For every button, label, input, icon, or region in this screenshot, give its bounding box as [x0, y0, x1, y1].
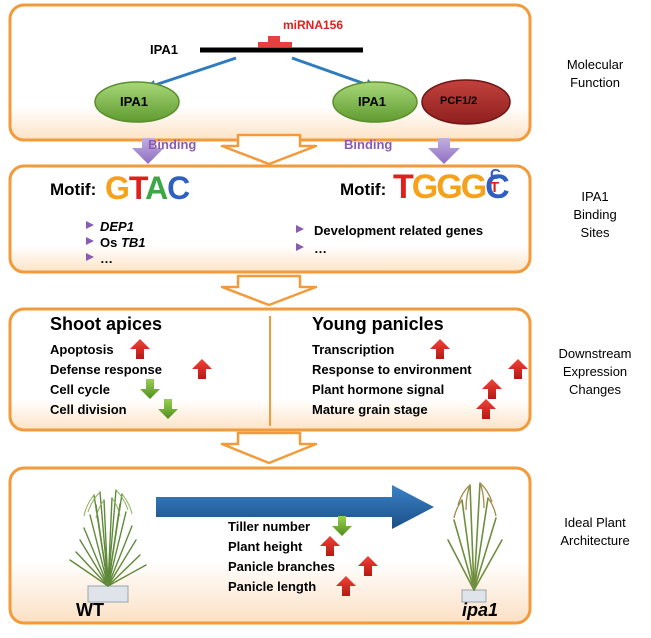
ipa1-protein-left-label: IPA1 [120, 94, 148, 109]
motif-gtac-logo: GTAC [105, 170, 190, 206]
expression-label: Panicle length [228, 579, 317, 594]
expression-label: Response to environment [312, 362, 472, 377]
expression-label: Panicle branches [228, 559, 335, 574]
binding-label-right: Binding [344, 137, 393, 152]
right-item-ellipsis: … [314, 241, 327, 256]
ipa1-protein-right [332, 81, 418, 123]
expression-label: Defense response [50, 362, 162, 377]
blue-arrow-left [151, 56, 237, 88]
ipa1-mutant-label: ipa1 [462, 600, 499, 620]
red-up-arrow-icon [130, 339, 150, 359]
red-up-arrow-icon [508, 359, 528, 379]
red-up-arrow-icon [336, 576, 356, 596]
left-list-bullets [86, 221, 94, 261]
purple-binding-arrow-left-icon [132, 138, 164, 164]
big-blue-arrow-icon [156, 485, 434, 529]
pcf-protein [421, 79, 511, 125]
right-item-development: Development related genes [314, 223, 484, 238]
ipa1-protein-right-label: IPA1 [358, 94, 386, 109]
expression-label: Transcription [312, 342, 395, 357]
mirna156-target-site [258, 36, 292, 48]
young-panicles-title: Young panicles [312, 314, 444, 334]
blue-arrow-right [291, 56, 369, 87]
red-up-arrow-icon [430, 339, 450, 359]
left-item-ostb1: Os TB1 [100, 235, 146, 250]
ipa1-protein-left [94, 81, 180, 123]
expression-label: Mature grain stage [312, 402, 428, 417]
motif-tgggc-logo: TGGGC [393, 168, 510, 206]
panel-binding-sites [8, 164, 532, 274]
ipa1-gene-label: IPA1 [150, 42, 178, 57]
expression-label: Plant height [228, 539, 303, 554]
expression-label: Plant hormone signal [312, 382, 445, 397]
wt-label: WT [76, 600, 104, 620]
pcf-label: PCF1/2 [440, 95, 478, 107]
green-down-arrow-icon [332, 516, 352, 536]
flow-arrow-3-icon [220, 431, 318, 465]
binding-label-left: Binding [148, 137, 197, 152]
red-up-arrow-icon [192, 359, 212, 379]
red-up-arrow-icon [320, 536, 340, 556]
rice-plant-ipa1-icon [447, 482, 503, 603]
right-list-bullets [296, 225, 304, 251]
expression-label: Tiller number [228, 519, 311, 534]
motif-right-label: Motif: [340, 180, 387, 199]
mirna156-label: miRNA156 [283, 18, 344, 32]
flow-arrow-2-icon [220, 274, 318, 307]
rice-plant-wt-icon [69, 489, 147, 603]
shoot-apices-title: Shoot apices [50, 314, 163, 334]
green-down-arrow-icon [158, 399, 178, 419]
expression-label: Cell cycle [50, 382, 110, 397]
expression-label: Apoptosis [50, 342, 114, 357]
left-item-dep1: DEP1 [100, 219, 134, 234]
left-item-ellipsis: … [100, 251, 113, 266]
flow-arrow-1-icon [220, 133, 318, 166]
motif-left-label: Motif: [50, 180, 97, 199]
green-down-arrow-icon [140, 379, 160, 399]
expression-label: Cell division [50, 402, 127, 417]
red-up-arrow-icon [476, 399, 496, 419]
red-up-arrow-icon [358, 556, 378, 576]
red-up-arrow-icon [482, 379, 502, 399]
purple-binding-arrow-right-icon [428, 138, 460, 164]
